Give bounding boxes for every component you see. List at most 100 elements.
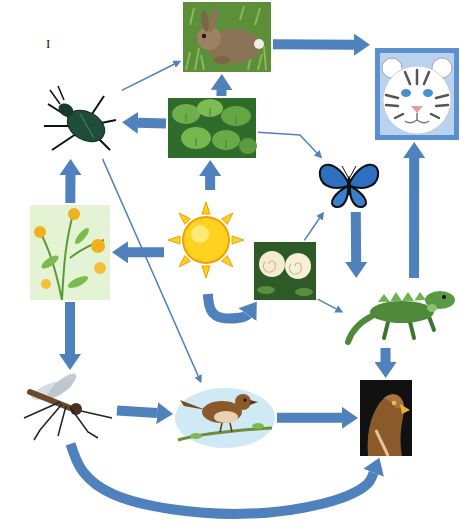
food-chain-arrow [122, 64, 174, 90]
organism-node [168, 98, 256, 158]
iguana-picture [370, 301, 434, 323]
beetle-picture [44, 86, 116, 150]
organism-node [254, 242, 316, 300]
bird-picture [180, 400, 206, 410]
tiger-picture [401, 89, 411, 97]
bird-picture [175, 388, 275, 448]
hawk-picture [368, 394, 404, 456]
bird-picture [250, 400, 258, 405]
iguana-picture [427, 304, 437, 312]
butterfly-picture [320, 165, 378, 207]
tiger-picture [375, 48, 459, 140]
mosquito-picture [30, 392, 70, 408]
food-chain-arrow [65, 175, 75, 203]
plant-picture [73, 226, 91, 246]
organism-node [15, 372, 115, 442]
bird-picture [214, 411, 238, 423]
beetle-picture [56, 101, 76, 119]
food-chain-arrow [65, 302, 75, 354]
food-chain-arrow [205, 176, 215, 190]
organism-node [316, 160, 382, 210]
food-chain-arrow [208, 294, 248, 318]
roses-picture [285, 253, 311, 279]
butterfly-picture [350, 186, 366, 207]
food-chain-arrow [138, 118, 166, 129]
tiger-picture [411, 106, 423, 113]
organism-node [30, 205, 110, 300]
roses-picture [257, 286, 275, 294]
plant-picture [30, 205, 110, 300]
hawk-picture [360, 380, 412, 456]
sun-picture [168, 236, 180, 244]
bird-picture [235, 394, 251, 410]
mosquito-picture [24, 370, 112, 440]
mosquito-picture [24, 402, 98, 440]
sun-picture [179, 256, 190, 267]
leaves-picture [186, 108, 236, 148]
tiger-picture [423, 89, 433, 97]
food-chain-arrow [351, 212, 361, 262]
organism-node [166, 192, 246, 292]
rabbit-picture [214, 56, 230, 64]
food-chain-arrow [273, 39, 354, 49]
organism-node [372, 40, 462, 140]
sun-picture [202, 202, 210, 214]
roses-picture [254, 242, 316, 300]
plant-picture [40, 253, 61, 271]
rabbit-picture [183, 2, 271, 72]
iguana-picture [378, 292, 426, 302]
sun-picture [168, 202, 244, 278]
tiger-picture [386, 70, 448, 118]
hawk-picture [360, 380, 412, 456]
food-chain-arrow [71, 444, 374, 514]
hawk-picture [392, 401, 396, 405]
organism-node [345, 280, 460, 346]
sun-picture [179, 213, 190, 224]
roses-picture [254, 242, 316, 300]
organism-node [175, 385, 275, 450]
roses-picture [295, 288, 313, 296]
tiger-picture [405, 113, 429, 123]
beetle-picture [50, 86, 64, 104]
rabbit-picture [254, 39, 264, 49]
beetle-picture [44, 96, 116, 150]
food-chain-arrow [216, 90, 226, 96]
plant-picture [40, 210, 104, 300]
rabbit-picture [202, 34, 206, 38]
beetle-picture [80, 114, 94, 138]
butterfly-picture [320, 165, 348, 188]
food-chain-arrow [258, 132, 317, 152]
stray-mark: I [46, 37, 50, 50]
rabbit-picture [186, 6, 266, 70]
bird-picture [175, 388, 275, 448]
food-chain-arrow [103, 159, 199, 376]
tiger-picture [375, 48, 459, 140]
organism-node [38, 85, 120, 157]
hawk-picture [376, 430, 388, 456]
tiger-picture [380, 53, 454, 135]
leaves-picture [168, 98, 257, 158]
plant-picture [41, 279, 51, 289]
plant-picture [66, 274, 89, 291]
organism-node [360, 380, 412, 456]
rabbit-picture [200, 10, 210, 33]
bird-picture [252, 423, 264, 429]
sun-picture [222, 256, 233, 267]
food-chain-arrow [381, 348, 391, 362]
organism-node [183, 2, 271, 72]
iguana-picture [348, 316, 372, 342]
plant-picture [68, 208, 80, 220]
plant-picture [91, 239, 105, 253]
roses-picture [259, 251, 285, 277]
mosquito-picture [81, 411, 112, 418]
sun-picture [191, 225, 209, 243]
iguana-picture [348, 291, 455, 342]
rabbit-picture [183, 2, 271, 72]
roses-picture [263, 261, 301, 274]
leaves-picture [239, 138, 257, 154]
food-chain-arrow [117, 410, 157, 413]
food-chain-arrow [409, 158, 419, 278]
plant-picture [30, 205, 110, 300]
butterfly-picture [350, 165, 378, 188]
